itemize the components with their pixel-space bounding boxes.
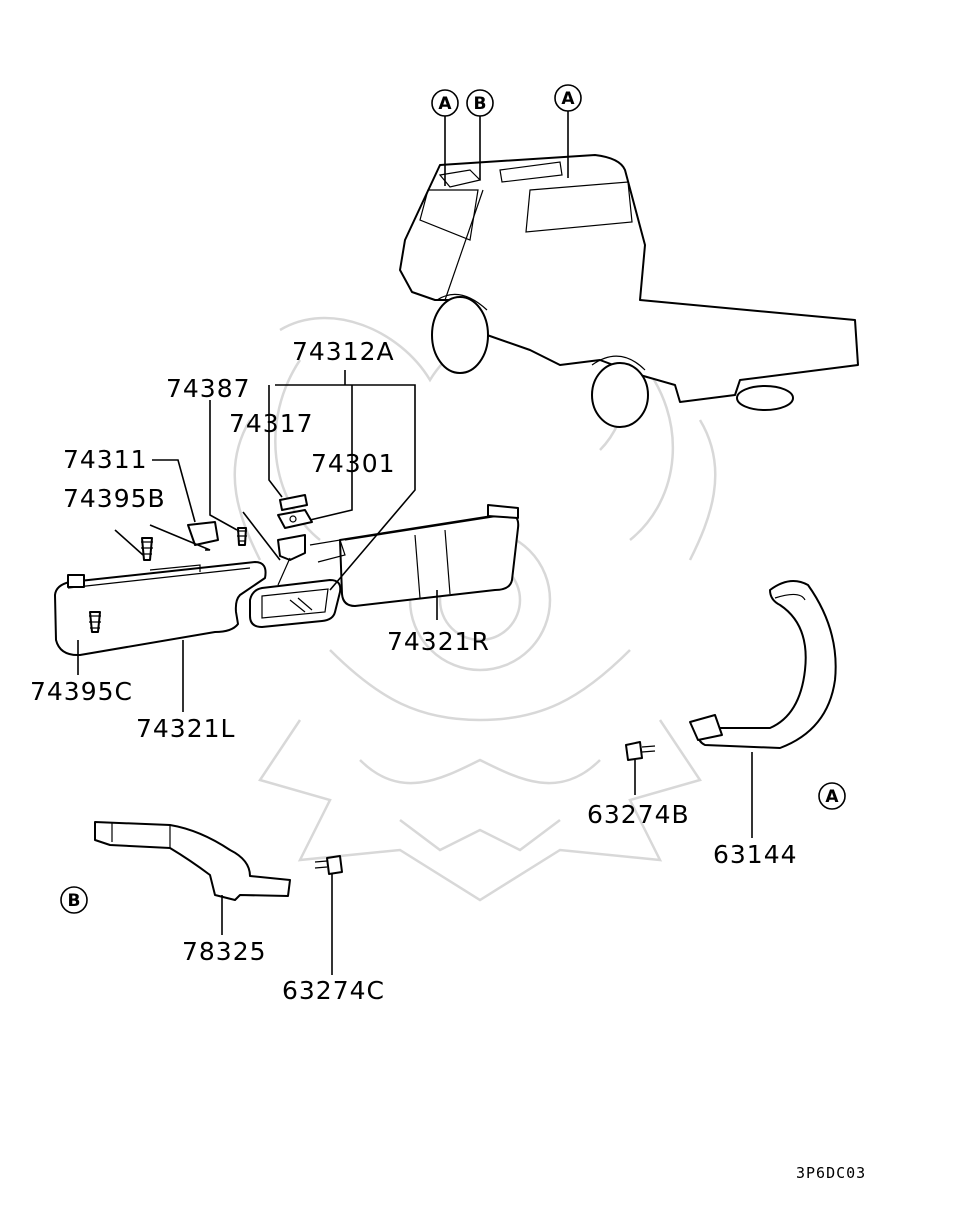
label-74387: 74387 bbox=[166, 374, 251, 403]
detail-callout-a: A bbox=[818, 782, 846, 810]
label-74395B: 74395B bbox=[63, 484, 166, 513]
vehicle-overview bbox=[399, 154, 859, 428]
label-63274C: 63274C bbox=[282, 976, 385, 1005]
part-74311-shape bbox=[187, 521, 219, 546]
callout-b-1: B bbox=[466, 89, 494, 180]
label-63144: 63144 bbox=[713, 840, 798, 869]
detail-callout-a-label: A bbox=[825, 787, 839, 807]
label-74317: 74317 bbox=[229, 409, 314, 438]
leader-lines bbox=[77, 370, 753, 975]
label-63274B: 63274B bbox=[587, 800, 690, 829]
rear-view-mirror bbox=[249, 534, 346, 628]
bolt-63274B bbox=[625, 741, 656, 761]
label-74395C: 74395C bbox=[30, 677, 133, 706]
mirror-bracket bbox=[277, 534, 306, 561]
screw-74395B bbox=[141, 537, 153, 561]
callout-a-2-label: A bbox=[561, 89, 575, 109]
label-74311: 74311 bbox=[63, 445, 148, 474]
screw-74387 bbox=[237, 527, 247, 546]
part-74301-shape bbox=[277, 509, 313, 529]
callout-a-1: A bbox=[431, 89, 459, 186]
label-74321R: 74321R bbox=[387, 627, 490, 656]
screw-74395C bbox=[89, 611, 101, 633]
callout-a-1-label: A bbox=[438, 94, 452, 114]
assist-grip-78325 bbox=[94, 821, 291, 901]
label-74321L: 74321L bbox=[136, 714, 235, 743]
callout-b-1-label: B bbox=[474, 94, 487, 114]
callout-a-2: A bbox=[554, 84, 582, 178]
label-74312A: 74312A bbox=[292, 337, 395, 366]
label-78325: 78325 bbox=[182, 937, 267, 966]
diagram-code: 3P6DC03 bbox=[796, 1164, 866, 1182]
visor-left-hinge bbox=[67, 574, 85, 588]
label-74301: 74301 bbox=[311, 449, 396, 478]
visor-right-hinge bbox=[487, 504, 519, 519]
part-74317-shape bbox=[279, 494, 308, 511]
detail-callout-b-label: B bbox=[68, 891, 81, 911]
sun-visor-left bbox=[54, 561, 267, 657]
detail-callout-b: B bbox=[60, 886, 88, 914]
bolt-63274C bbox=[314, 855, 343, 875]
sun-visor-right bbox=[339, 504, 520, 607]
assist-grip-63144 bbox=[689, 580, 837, 749]
